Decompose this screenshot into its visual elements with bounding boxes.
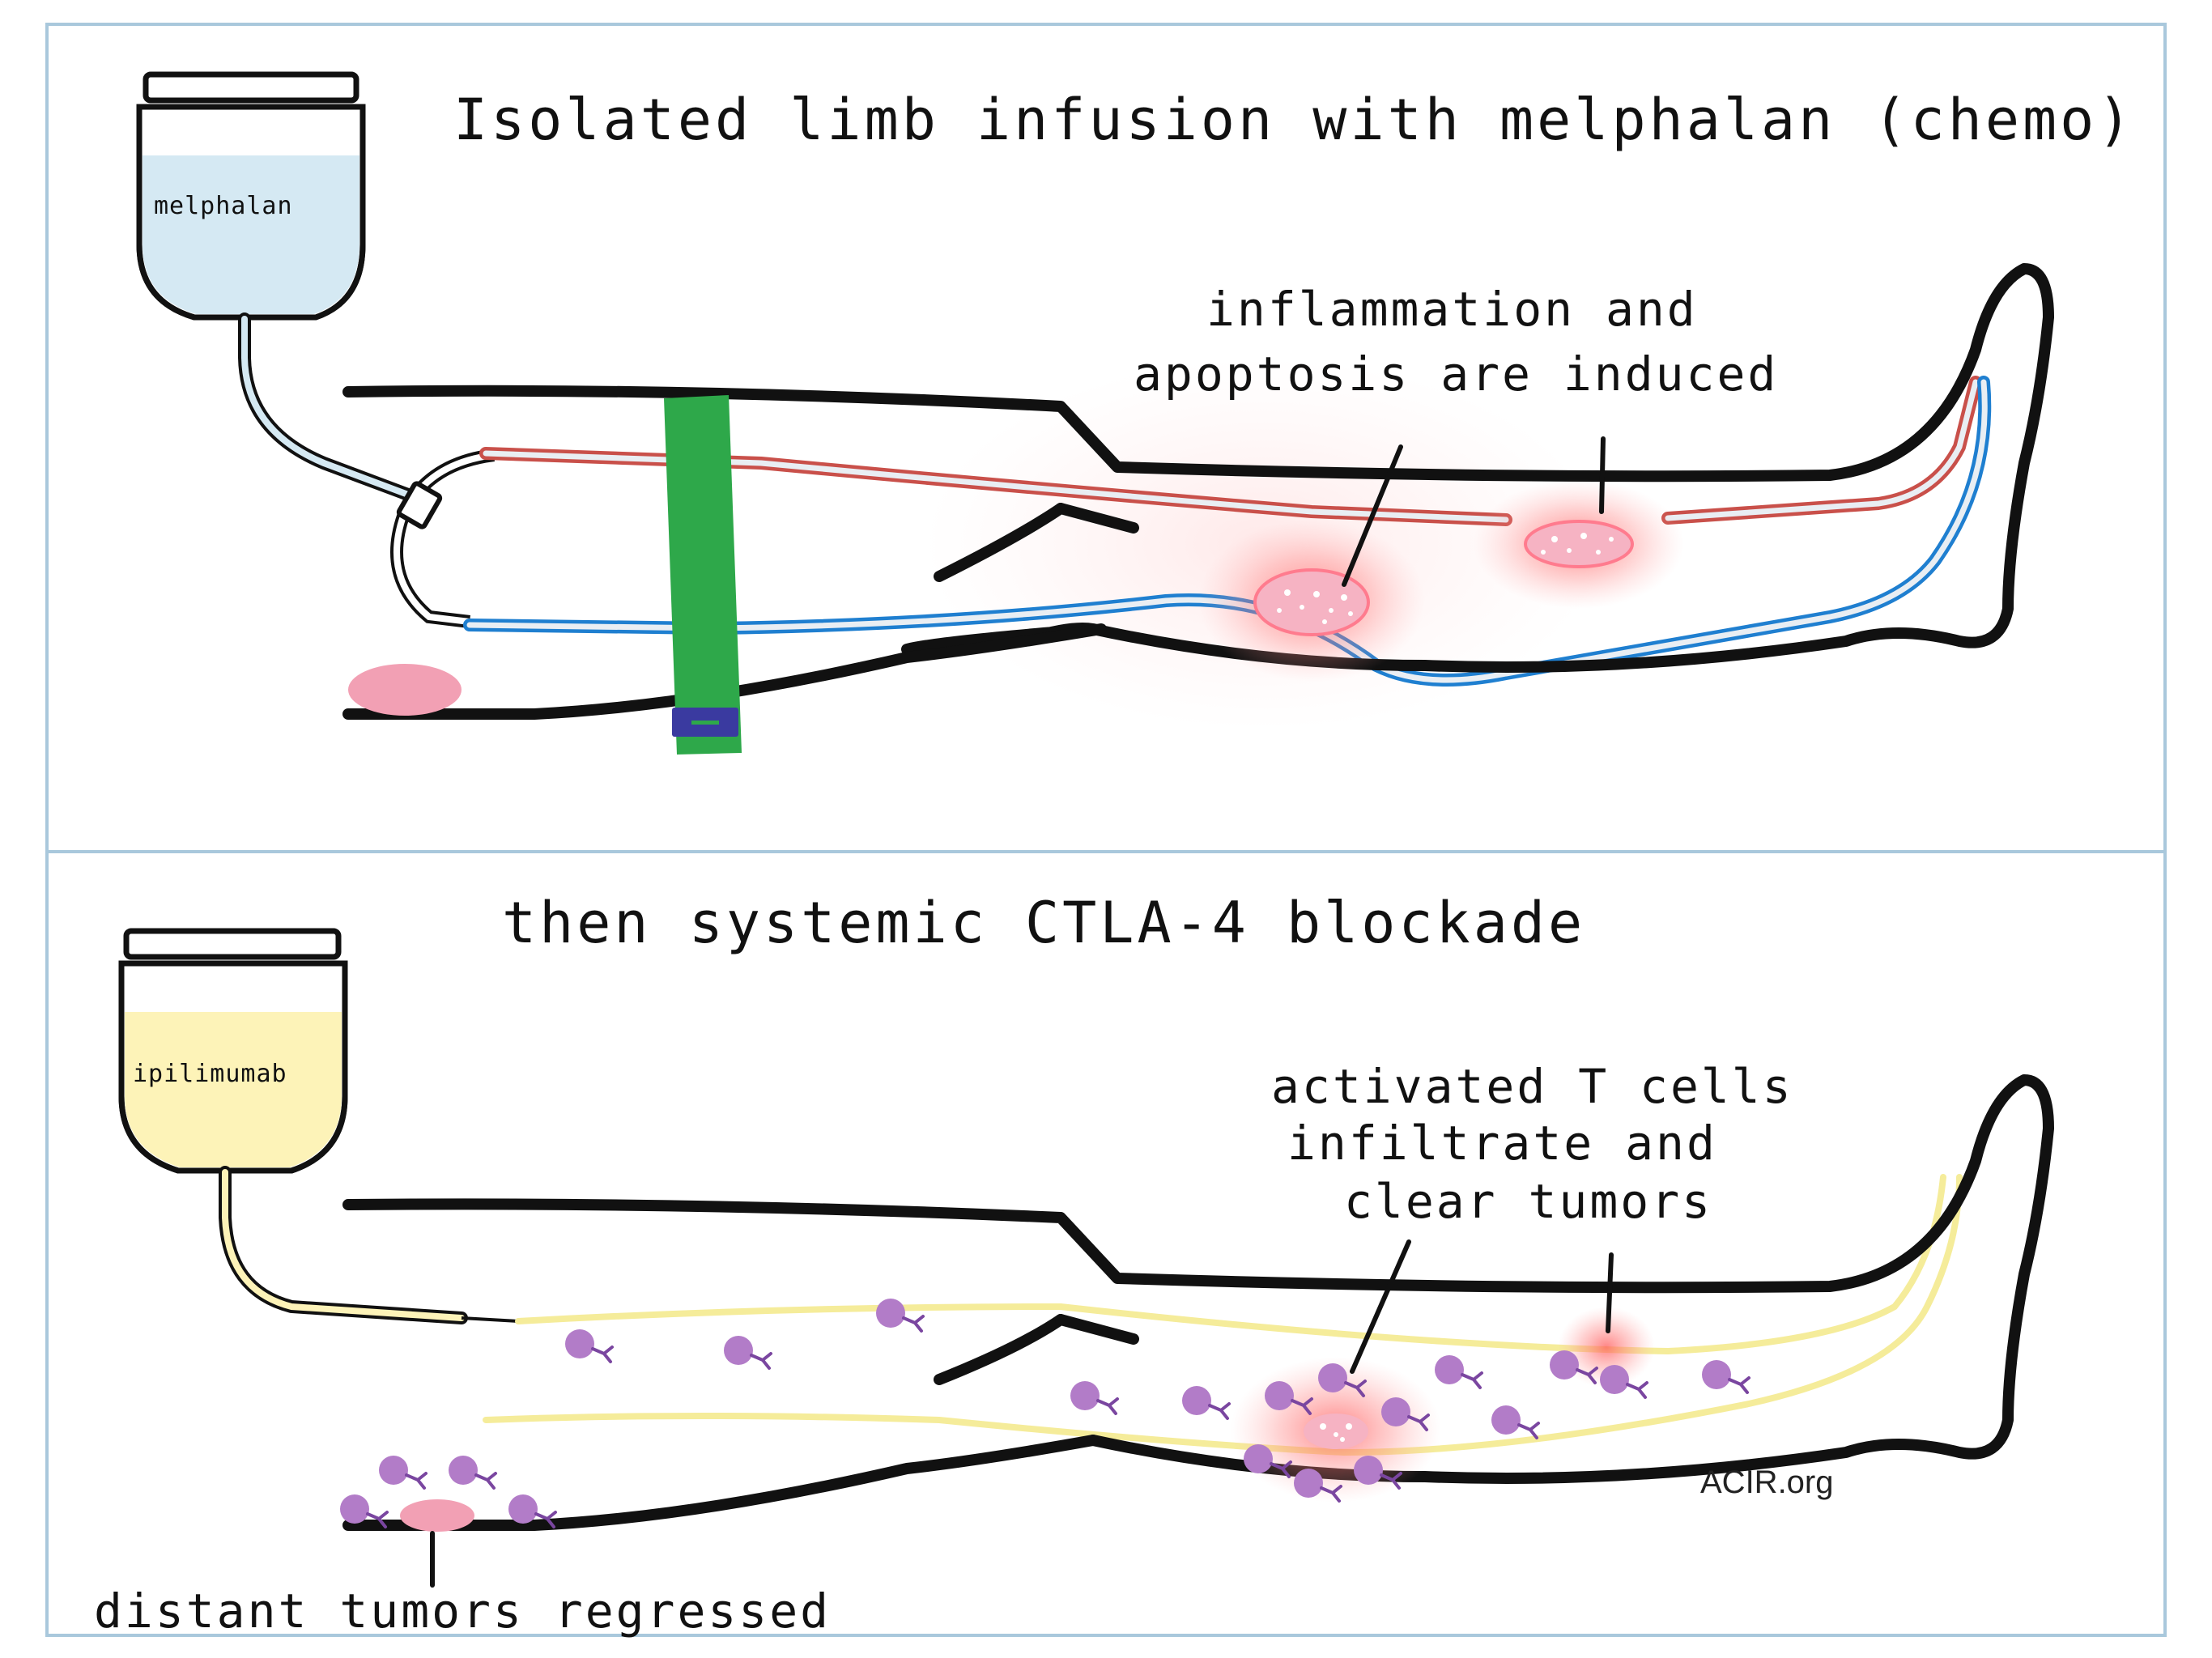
tumor-upper <box>1474 479 1684 609</box>
annotation-pointers <box>430 1239 1614 1588</box>
annotation-line-3: clear tumors <box>1344 1174 1712 1229</box>
infusion-diagram: Isolated limb infusion with melphalan (c… <box>136 71 2134 755</box>
iv-tube <box>238 312 434 508</box>
panel-title: then systemic CTLA-4 blockade <box>502 890 1585 956</box>
bag-label: ipilimumab <box>133 1060 287 1088</box>
tumor-lower <box>1198 520 1425 682</box>
tourniquet <box>664 395 742 755</box>
panel-limb-infusion: Isolated limb infusion with melphalan (c… <box>45 23 2167 853</box>
iv-bag-ipilimumab: ipilimumab <box>118 928 348 1174</box>
annotation-line-2: infiltrate and <box>1287 1116 1717 1171</box>
leg-outline <box>342 1074 2054 1531</box>
bag-label: melphalan <box>154 192 293 220</box>
blockade-diagram: then systemic CTLA-4 blockade ipilimumab <box>94 890 2054 1639</box>
iv-bag-melphalan: melphalan <box>136 71 366 321</box>
distant-tumor-regressed <box>338 1454 557 1532</box>
annotation-line-2: apoptosis are induced <box>1134 346 1778 402</box>
distant-tumors-label: distant tumors regressed <box>94 1584 831 1639</box>
annotation-pointers <box>1342 436 1606 587</box>
distant-tumor <box>348 664 462 716</box>
annotation-line-1: inflammation and <box>1206 282 1698 337</box>
panel-ctla4-blockade: then systemic CTLA-4 blockade ipilimumab <box>45 850 2167 1639</box>
tube-connector <box>396 481 443 529</box>
tumor-small <box>1558 1307 1655 1388</box>
annotation-line-1: activated T cells <box>1271 1059 1793 1114</box>
panel-title: Isolated limb infusion with melphalan (c… <box>453 87 2134 153</box>
credit-watermark: ACIR.org <box>1700 1465 1834 1500</box>
